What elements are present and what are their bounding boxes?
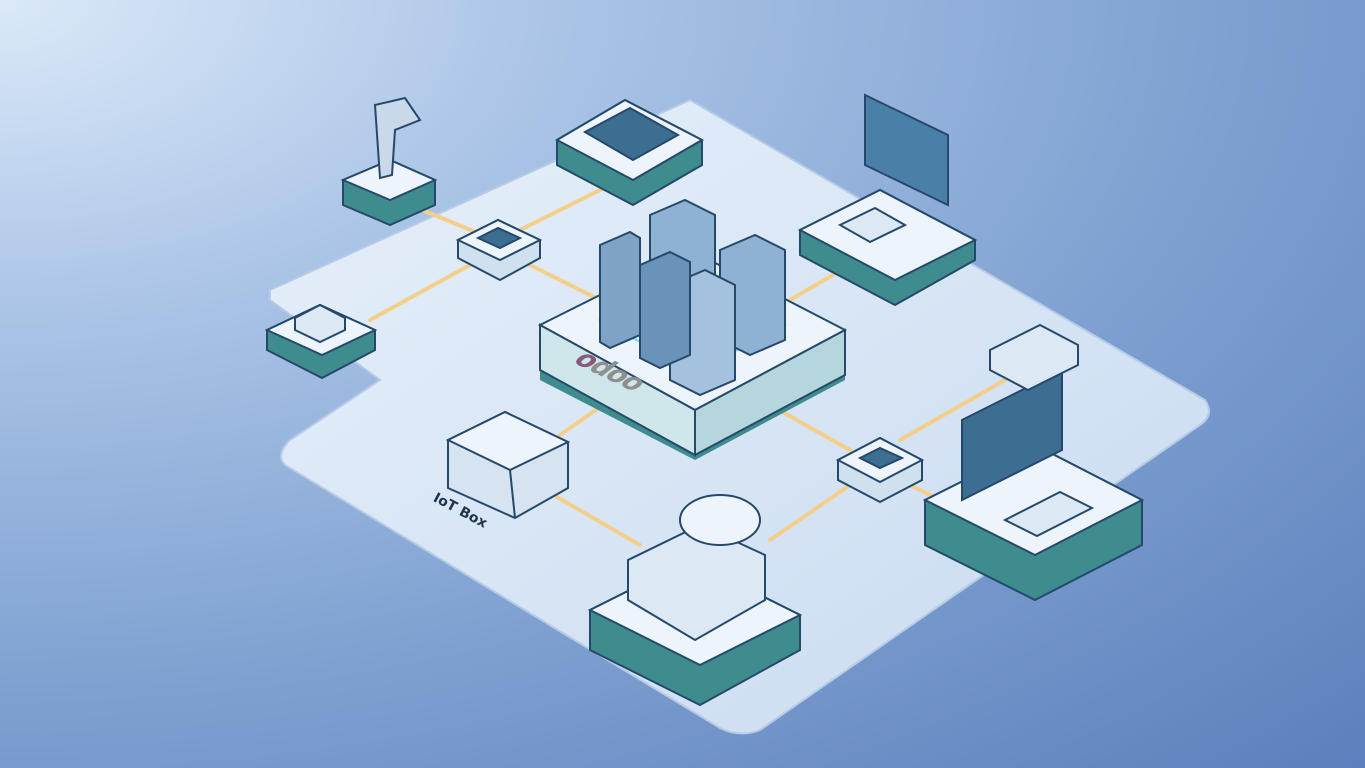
tablet-pod (554, 98, 705, 207)
hub-right (835, 436, 925, 504)
printer-pod (587, 494, 803, 707)
iot-box (445, 410, 571, 520)
server-racks (599, 198, 786, 397)
desktop-right-pod (922, 323, 1145, 602)
barcode-scanner-pod (340, 96, 438, 227)
desktop-top-pod (797, 93, 978, 307)
hub-left (264, 303, 378, 380)
hub-top (455, 218, 543, 282)
